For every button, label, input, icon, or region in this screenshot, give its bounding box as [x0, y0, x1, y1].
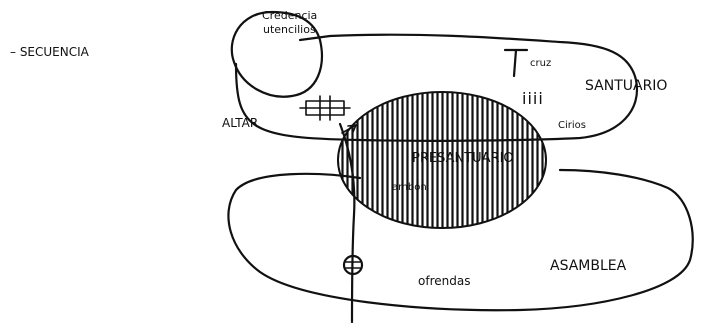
- altar-label: ALTAR: [222, 116, 258, 130]
- cross-icon: [505, 50, 527, 76]
- altar-table-icon: [300, 96, 350, 120]
- cirios-candles-icon: iiii: [522, 89, 544, 108]
- santuario-label: SANTUARIO: [585, 78, 667, 94]
- secuencia-label: – SECUENCIA: [10, 45, 90, 59]
- ofrendas-label: ofrendas: [418, 274, 470, 288]
- presantuario-label: PRESANTUARIO: [412, 151, 514, 166]
- asamblea-label: ASAMBLEA: [550, 258, 627, 274]
- ambon-label: ambón: [392, 181, 427, 193]
- credencia-label: Credencia: [262, 9, 317, 22]
- cruz-label: cruz: [530, 58, 551, 69]
- utencilios-label: utencilios: [263, 23, 316, 36]
- cirios-label: Cirios: [558, 120, 586, 131]
